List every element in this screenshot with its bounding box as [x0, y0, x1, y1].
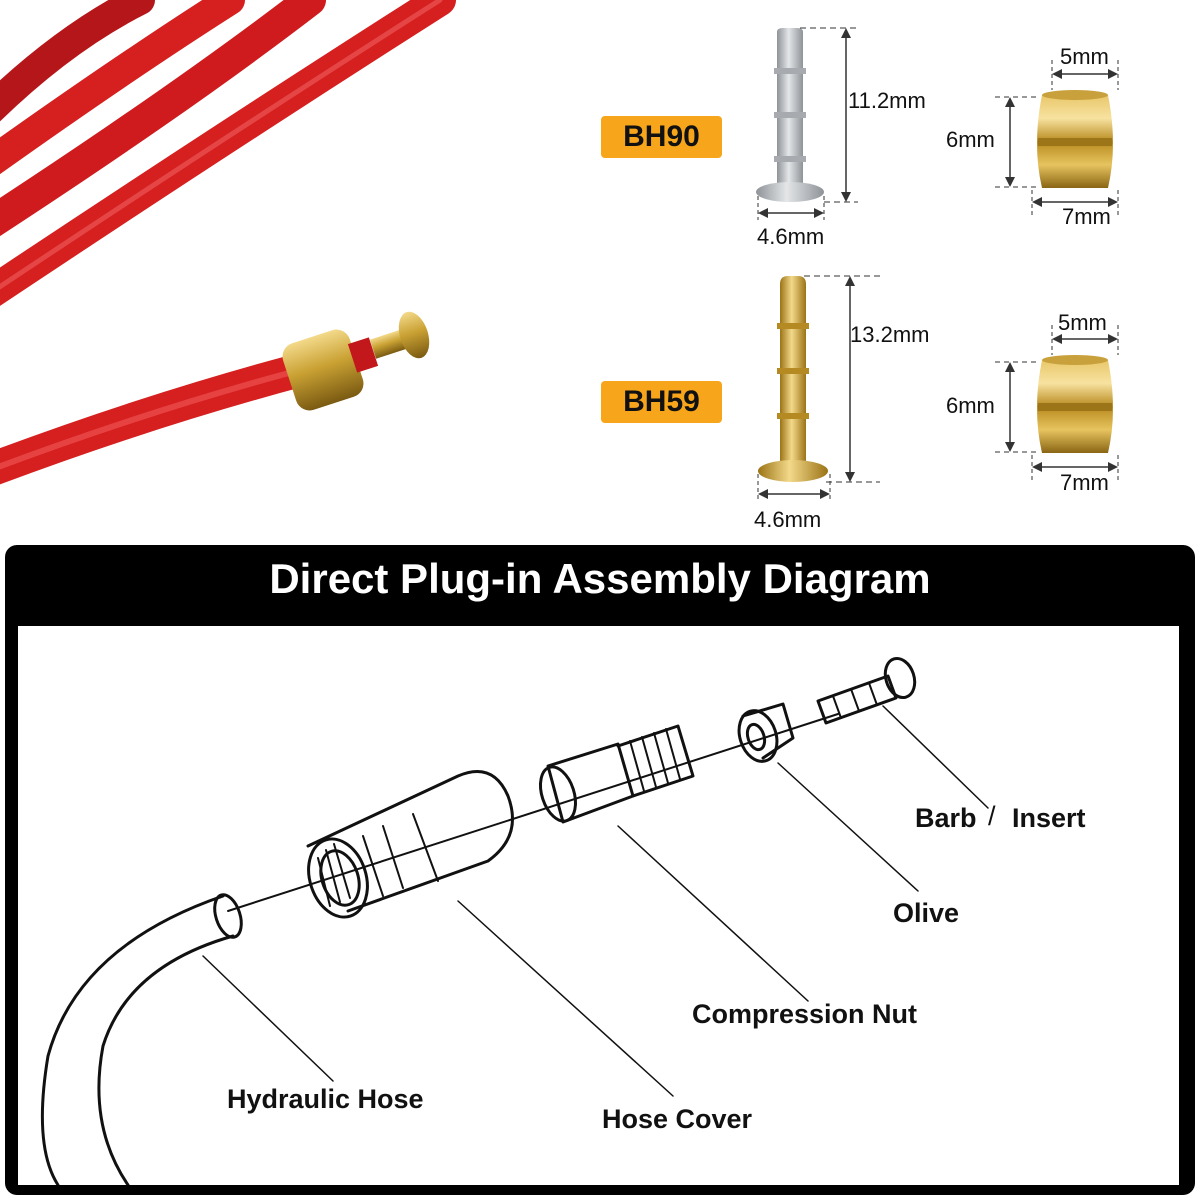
- label-hose-cover: Hose Cover: [602, 1104, 753, 1134]
- barb-length-bh90: 11.2mm: [848, 88, 926, 113]
- product-badge-bh59: BH59: [601, 381, 722, 423]
- olive-bottom-bh59: 7mm: [1060, 470, 1109, 495]
- barb-length-bh59: 13.2mm: [850, 322, 930, 347]
- olive-top-bh59: 5mm: [1058, 310, 1107, 335]
- label-olive: Olive: [893, 898, 960, 928]
- barb-insert-bh90-image: [756, 27, 858, 220]
- label-barb-separator: /: [988, 801, 996, 831]
- label-hydraulic-hose: Hydraulic Hose: [227, 1084, 424, 1114]
- olive-height-bh90: 6mm: [946, 127, 995, 152]
- barb-drawing: [816, 656, 917, 725]
- diagram-canvas: [18, 626, 1179, 1185]
- label-barb: Barb: [915, 803, 977, 833]
- olive-top-bh90: 5mm: [1060, 44, 1109, 69]
- red-hose-coils: [0, 0, 456, 485]
- hose-photo: [0, 0, 456, 485]
- barb-base-bh59: 4.6mm: [754, 507, 822, 532]
- diagram-title: Direct Plug-in Assembly Diagram: [269, 555, 931, 602]
- olive-bh59-image: [995, 325, 1119, 480]
- olive-drawing: [737, 702, 795, 763]
- compression-nut-drawing: [538, 724, 695, 824]
- olive-bh90-image: [995, 60, 1119, 215]
- olive-bottom-bh90: 7mm: [1062, 204, 1111, 229]
- label-insert: Insert: [1012, 803, 1086, 833]
- hose-end-fitting: [282, 311, 430, 411]
- hose-cover-drawing: [306, 770, 514, 919]
- olive-height-bh59: 6mm: [946, 393, 995, 418]
- leader-lines: [202, 705, 989, 1097]
- hydraulic-hose-drawing: [40, 893, 243, 1185]
- barb-base-bh90: 4.6mm: [757, 224, 825, 249]
- barb-insert-bh59-image: [757, 275, 880, 502]
- product-badge-bh90: BH90: [601, 116, 722, 158]
- assembly-line-drawing: [40, 656, 989, 1185]
- label-compression-nut: Compression Nut: [692, 999, 918, 1029]
